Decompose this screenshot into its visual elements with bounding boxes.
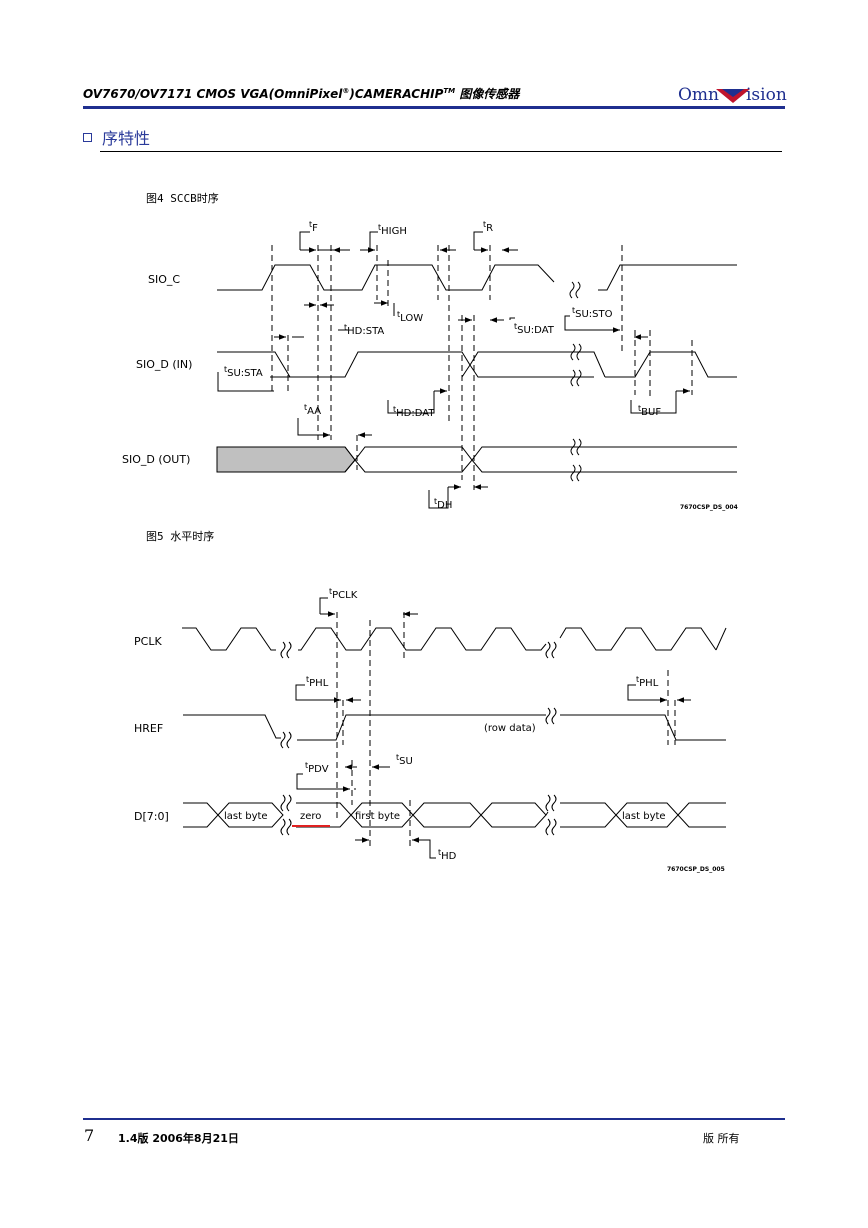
svg-text:Omn: Omn [678, 85, 719, 105]
omnivision-logo: Omn ision [678, 85, 787, 105]
t-pdv-label: tPDV [305, 761, 329, 775]
signal-label-pclk: PCLK [134, 635, 162, 648]
signal-label-data: D[7:0] [134, 810, 169, 823]
t-buf-label: tBUF [638, 404, 661, 418]
t-phl-label-1: tPHL [306, 675, 329, 689]
sio-d-out-waveform [344, 446, 737, 461]
t-su-label: tSU [396, 753, 413, 767]
figure4-sccb-timing: SIO_C SIO_D (IN) SIO_D (OUT) [122, 220, 738, 511]
t-phl-label-2: tPHL [636, 675, 659, 689]
document-header-title: OV7670/OV7171 CMOS VGA(OmniPixel®)CAMERA… [83, 87, 520, 101]
byte-zero: zero [300, 811, 321, 822]
sio-c-waveform [217, 264, 555, 291]
byte-last-2: last byte [622, 811, 666, 822]
byte-first: first byte [355, 811, 400, 822]
t-aa-label: tAA [304, 403, 321, 417]
t-hd-sta-label: tHD:STA [344, 323, 384, 337]
t-su-dat-label: tSU:DAT [514, 322, 555, 336]
pclk-waveform [182, 627, 276, 651]
t-low-label: tLOW [397, 310, 423, 324]
t-dh-label: tDH [434, 497, 452, 511]
page-number: 7 [84, 1126, 95, 1145]
t-high-label: tHIGH [378, 223, 407, 237]
figure4-caption: 图4 SCCB时序 [146, 192, 219, 205]
t-hd-dat-label: tHD:DAT [393, 405, 435, 419]
byte-last-1: last byte [224, 811, 268, 822]
data-bus-waveform [183, 802, 219, 828]
t-su-sta-label: tSU:STA [224, 365, 263, 379]
t-r-label: tR [483, 220, 493, 234]
signal-label-sio-c: SIO_C [148, 273, 180, 286]
svg-text:ision: ision [746, 85, 787, 105]
sio-d-in-waveform [217, 351, 606, 378]
row-data-label: (row data) [484, 723, 536, 734]
signal-label-sio-d-out: SIO_D (OUT) [122, 453, 190, 466]
figure5-horizontal-timing: PCLK HREF D[7:0] [134, 587, 727, 873]
signal-label-sio-d-in: SIO_D (IN) [136, 358, 192, 371]
figure5-caption: 图5 水平时序 [146, 530, 215, 543]
section-heading: 序特性 [83, 125, 150, 149]
version-date: 1.4版 2006年8月21日 [118, 1132, 239, 1145]
t-f-label: tF [309, 220, 318, 234]
figure4-code: 7670CSP_DS_004 [680, 504, 738, 511]
footer-rule [83, 1118, 785, 1120]
signal-label-href: HREF [134, 722, 163, 735]
t-su-sto-label: tSU:STO [572, 306, 613, 320]
sio-d-out-undefined-region [216, 446, 356, 473]
section-bullet-icon [83, 133, 92, 142]
section-rule [100, 151, 782, 152]
t-pclk-label: tPCLK [329, 587, 358, 601]
copyright: 版 所有 [703, 1132, 740, 1145]
t-hd-label: tHD [438, 848, 457, 862]
href-waveform [183, 714, 281, 739]
figure5-code: 7670CSP_DS_005 [667, 866, 725, 873]
header-rule [83, 106, 785, 109]
